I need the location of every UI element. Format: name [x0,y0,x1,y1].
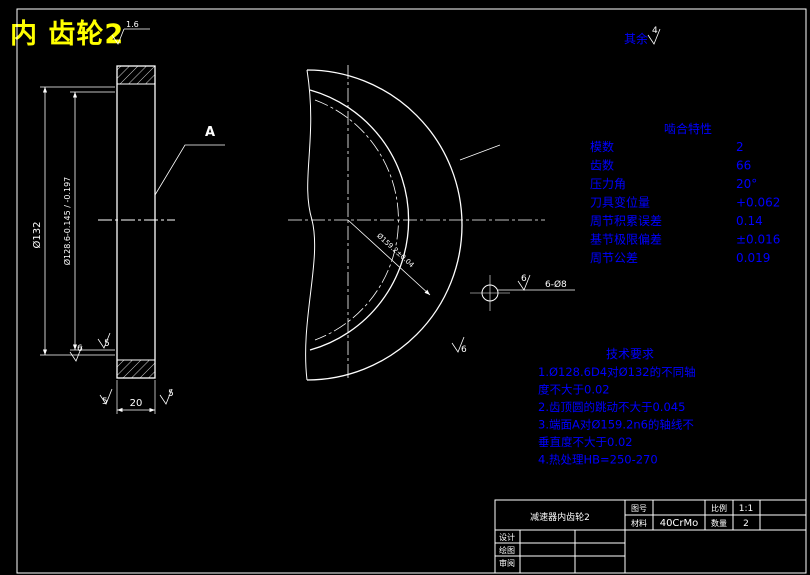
mesh-row-value: 20° [736,177,757,191]
roughness-hole-text: 6 [521,274,527,284]
break-line [305,69,316,381]
section-hatch-top [116,65,156,85]
mesh-row-value: 0.019 [736,251,770,265]
mesh-row-value: 66 [736,159,751,173]
leader-A [154,144,225,196]
hole-callout-text: 6-Ø8 [545,279,567,290]
tb-qty-value: 2 [743,519,749,529]
roughness-left-text: 5 [104,339,110,349]
tech-line: 1.Ø128.6D4对Ø132的不同轴 [538,365,696,379]
tb-checked-label: 审阅 [499,558,515,568]
mesh-row-value: ±0.016 [736,233,780,247]
tb-designed-label: 设计 [499,532,515,542]
section-hatch-bottom [116,359,156,379]
tb-scale-value: 1:1 [739,504,753,514]
roughness-right-text: 6 [77,344,83,354]
tb-material-label: 材料 [631,518,647,528]
tech-line: 垂直度不大于0.02 [538,435,633,449]
tb-scale-label: 比例 [711,503,727,513]
roughness-rest-value: 4 [652,26,658,36]
mesh-row-label: 周节积累误差 [590,214,662,228]
mesh-table: 啮合特性 模数 2 齿数 66 压力角 20° 刀具变位量 +0.062 周节积累误差 0.14 基… [590,121,780,265]
mesh-row-label: 基节极限偏差 [590,232,662,247]
drawing-title: 内 齿轮2 [10,19,125,50]
section-body [116,65,156,379]
mesh-row-label: 压力角 [590,177,626,191]
mesh-row-label: 刀具变位量 [590,195,650,210]
mesh-row-label: 齿数 [590,158,614,173]
mesh-row-label: 模数 [590,139,614,154]
bore-dim-line [347,219,431,296]
mesh-row-label: 周节公差 [590,251,638,265]
outer-arc [306,69,463,381]
dim-width-text: 20 [130,398,143,409]
tb-qty-label: 数量 [711,518,727,528]
tech-line: 2.齿顶圆的跳动不大于0.045 [538,400,685,414]
tech-line: 度不大于0.02 [538,383,610,397]
tb-drawing-no-label: 图号 [631,504,647,513]
mesh-table-title: 啮合特性 [664,121,712,136]
drawing-frame [16,8,807,574]
tb-drawn-label: 绘图 [499,545,515,555]
front-view [288,28,661,381]
tb-part-name: 减速器内齿轮2 [530,511,590,523]
dim-d132-text: Ø132 [31,222,43,249]
tech-line: 3.端面A对Ø159.2n6的轴线不 [538,418,694,432]
section-view [40,28,225,414]
roughness-top-text: 1.6 [126,20,139,29]
mesh-row-value: 0.14 [736,214,763,228]
tb-material-value: 40CrMo [660,518,699,529]
mesh-row-value: 2 [736,140,744,154]
roughness-front-bottom-text: 6 [461,345,467,355]
title-block [494,499,807,574]
mesh-row-value: +0.062 [736,196,780,210]
roughness-bottom-left-text: 5 [102,397,108,407]
dim-d128-text: Ø128.6-0.145 / -0.197 [62,177,72,266]
section-label-A: A [205,125,215,140]
roughness-bottom-right-text: 5 [168,389,174,399]
roughness-rest-label: 其余 [624,31,648,46]
tech-line: 4.热处理HB=250-270 [538,453,658,467]
tech-title: 技术要求 [606,347,654,361]
